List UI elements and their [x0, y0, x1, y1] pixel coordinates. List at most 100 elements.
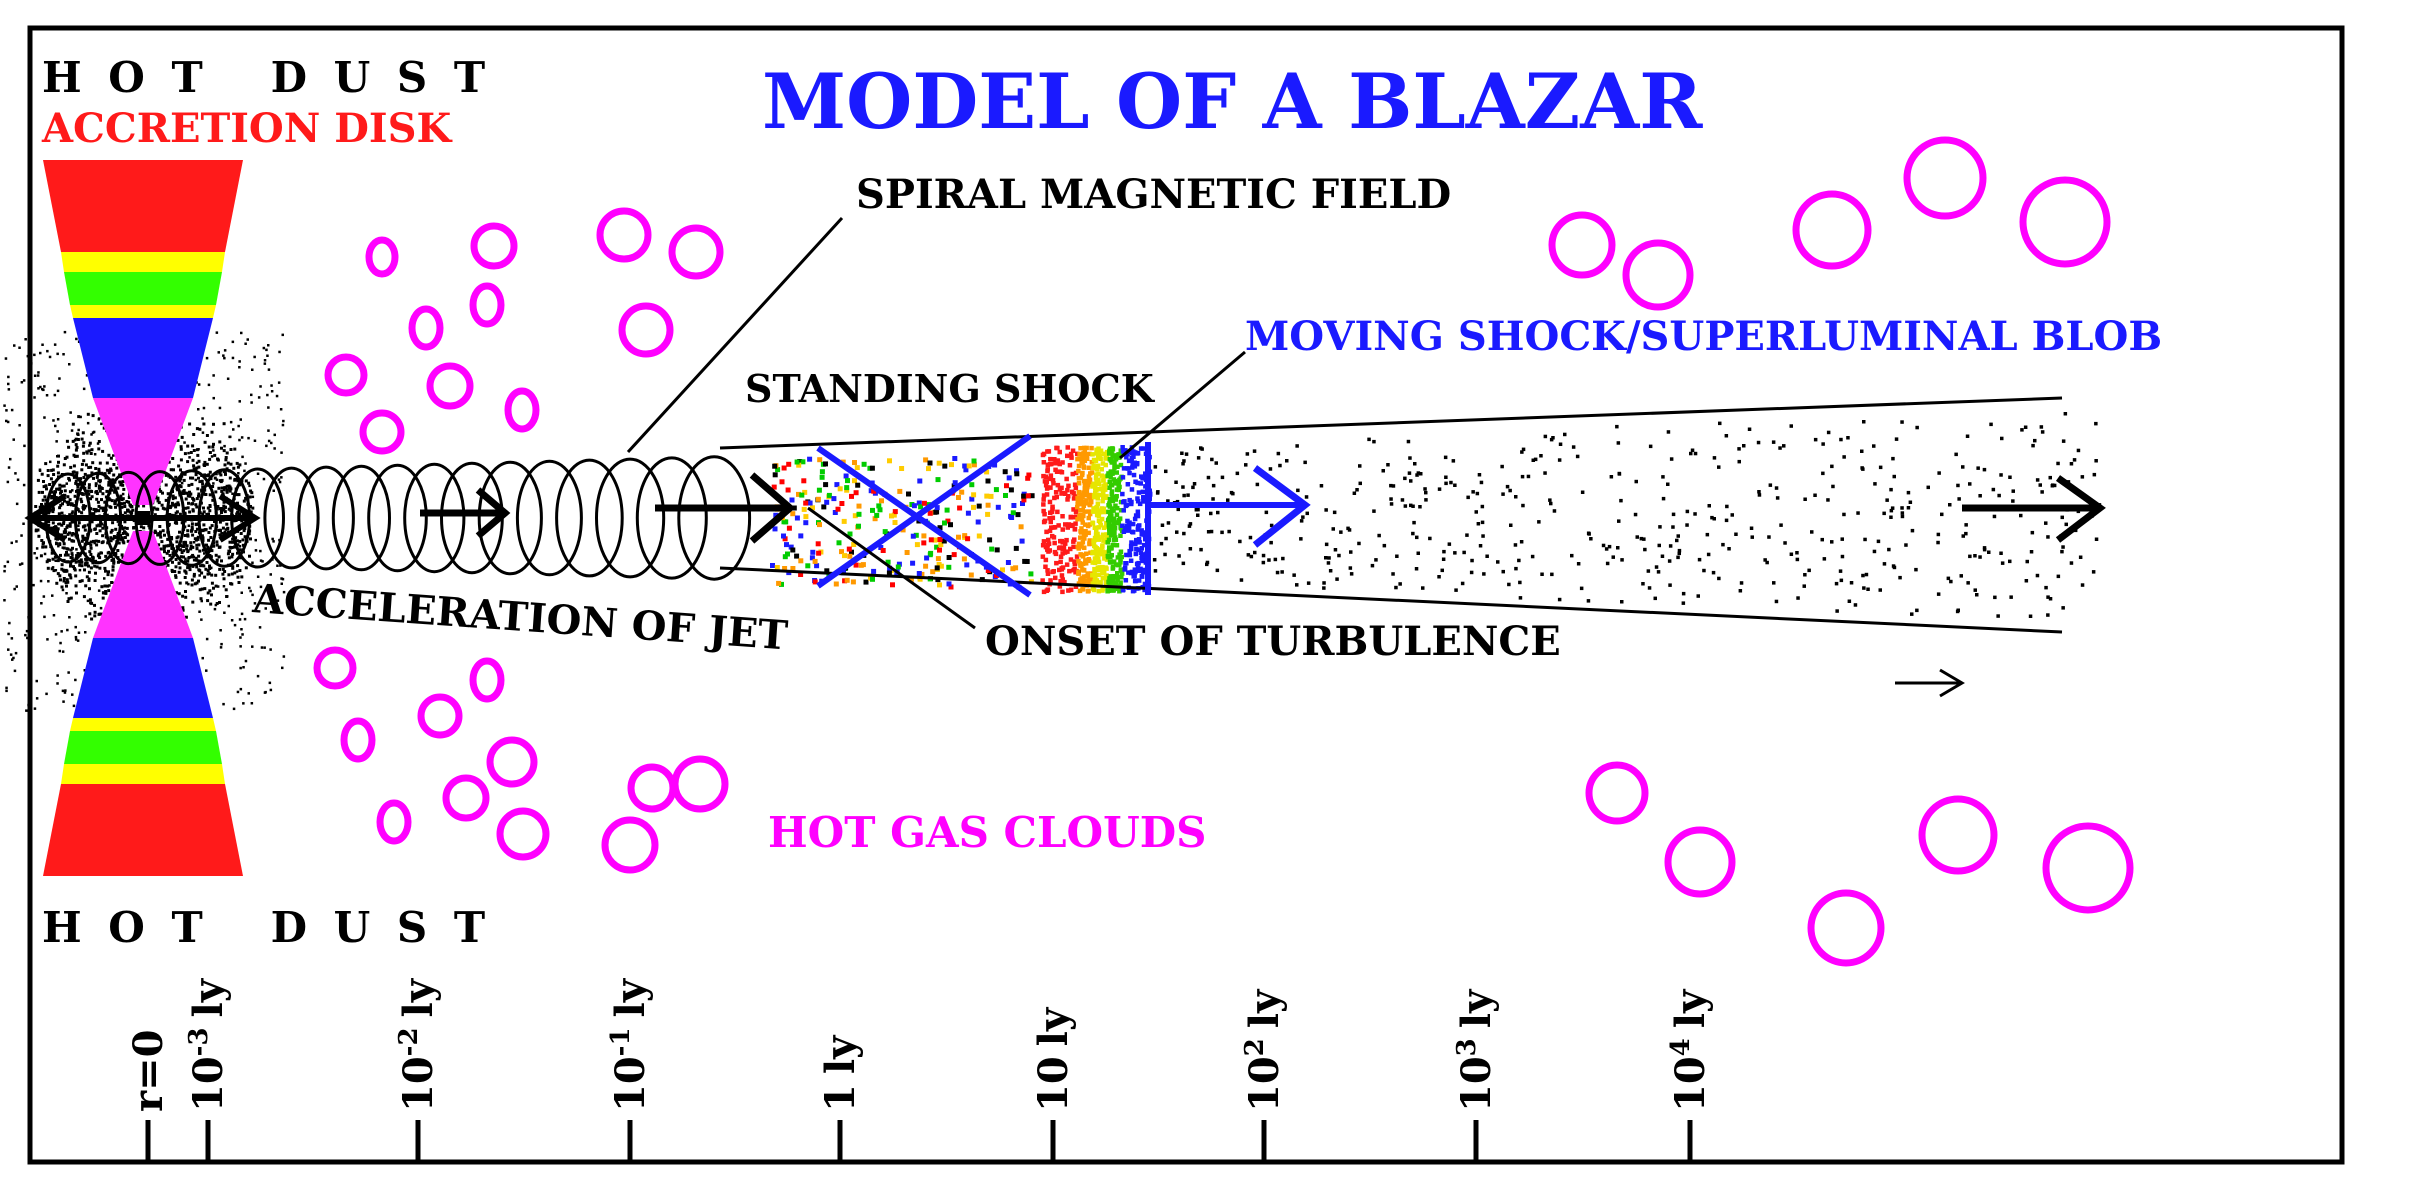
tick-label: 1ly [817, 1034, 864, 1112]
gas-cloud [417, 693, 463, 739]
arrow-left-outflow [24, 493, 261, 543]
superluminal-blob-particles [1040, 445, 1153, 595]
disk-band-top-0 [43, 160, 243, 252]
leader-lines [626, 216, 1246, 630]
tick-unit: ly [1667, 988, 1714, 1028]
tick-unit: ly [1030, 1006, 1077, 1046]
label-hot-dust-top: H O T D U S T [42, 53, 491, 102]
flow-arrows [24, 465, 2106, 698]
arrow-jet-end [1962, 475, 2106, 543]
label-accretion-disk: ACCRETION DISK [41, 105, 453, 152]
gas-cloud [627, 763, 677, 813]
scale-tick-7: 103 ly [1452, 988, 1500, 1162]
shock-line-1 [816, 445, 1032, 598]
leader-moving-shock [1119, 350, 1246, 460]
scale-tick-0: r=0 [125, 1030, 172, 1162]
disk-band-bottom-5 [93, 531, 193, 638]
label-acceleration-of-jet: ACCELERATION OF JET [250, 575, 789, 659]
gas-cloud [1548, 211, 1616, 279]
label-spiral-magnetic-field: SPIRAL MAGNETIC FIELD [856, 171, 1451, 218]
gas-cloud [486, 736, 538, 788]
tick-label: 104 ly [1666, 988, 1714, 1112]
leader-turbulence [807, 506, 976, 630]
spiral-loop [477, 460, 543, 576]
label-hot-gas-clouds: HOT GAS CLOUDS [768, 808, 1206, 857]
jet-particles [1152, 412, 2102, 618]
tick-unit: ly [1241, 988, 1288, 1028]
tick-label: 10-3ly [184, 977, 232, 1112]
frame-border [27, 25, 2345, 1165]
tick-label: 102 ly [1240, 988, 1288, 1112]
standing-shock-cross [816, 433, 1032, 598]
scale-tick-8: 104 ly [1666, 988, 1714, 1162]
spiral-loop [440, 461, 504, 575]
tick-label: 10-1 ly [606, 977, 654, 1112]
spiral-loop [403, 462, 466, 574]
label-moving-shock: MOVING SHOCK/SUPERLUMINAL BLOB [1245, 313, 2162, 360]
spiral-loop [331, 464, 391, 572]
scale-tick-6: 102 ly [1240, 988, 1288, 1162]
jet-cone [719, 396, 2063, 634]
shock-line-2 [816, 433, 1032, 589]
gas-cloud [668, 224, 724, 280]
gas-cloud [596, 207, 652, 263]
gas-cloud [1903, 136, 1987, 220]
tick-label: 103 ly [1452, 988, 1500, 1112]
gas-cloud [618, 302, 674, 358]
disk-band-bottom-4 [73, 638, 213, 718]
tick-exponent: 3 [1452, 1038, 1482, 1056]
label-onset-of-turbulence: ONSET OF TURBULENCE [985, 618, 1561, 665]
tick-base: 10 [1241, 1056, 1288, 1112]
gas-cloud [496, 807, 550, 861]
spiral-loop [515, 459, 583, 577]
hot-gas-clouds [313, 136, 2134, 967]
arrow-small [1895, 668, 1965, 698]
tick-label: r=0 [125, 1030, 172, 1112]
tick-base: r=0 [125, 1030, 172, 1112]
tick-unit: ly [607, 977, 654, 1017]
tick-base: 10 [185, 1056, 232, 1112]
tick-unit: ly [185, 977, 232, 1017]
gas-cloud [376, 799, 412, 845]
scale-tick-5: 10ly [1030, 1006, 1077, 1162]
tick-label: 10-2ly [394, 977, 442, 1112]
gas-cloud [470, 222, 518, 270]
tick-exponent: -2 [394, 1027, 424, 1056]
spiral-loop [367, 463, 428, 573]
gas-cloud [408, 305, 444, 351]
tick-base: 10 [1667, 1056, 1714, 1112]
gas-cloud [2042, 822, 2134, 914]
arrow-jet-1 [420, 487, 511, 539]
gas-cloud [340, 717, 376, 763]
spiral-loop [555, 458, 624, 578]
gas-cloud [365, 236, 399, 278]
disk-band-top-1 [61, 252, 225, 272]
disk-band-top-2 [64, 272, 222, 305]
disk-band-top-4 [73, 318, 213, 398]
scale-tick-4: 1ly [817, 1034, 864, 1162]
gas-cloud [426, 362, 474, 410]
gas-cloud [324, 353, 368, 397]
gas-cloud [469, 657, 505, 703]
tick-base: 10 [607, 1056, 654, 1112]
scale-tick-2: 10-2ly [394, 977, 442, 1162]
tick-exponent: 2 [1240, 1038, 1270, 1056]
page-title: MODEL OF A BLAZAR [762, 57, 1703, 146]
arrow-blob [1150, 465, 1311, 548]
disk-band-bottom-3 [70, 718, 216, 731]
tick-label: 10ly [1030, 1006, 1077, 1112]
tick-exponent: 4 [1666, 1038, 1696, 1056]
gas-cloud [1918, 795, 1998, 875]
scale-tick-3: 10-1 ly [606, 977, 654, 1162]
disk-band-bottom-2 [64, 731, 222, 764]
disk-band-bottom-0 [43, 784, 243, 876]
tick-base: 10 [1453, 1056, 1500, 1112]
tick-unit: ly [1453, 988, 1500, 1028]
jet-upper-edge [719, 396, 2063, 450]
gas-cloud [504, 387, 540, 433]
spiral-loop [297, 465, 355, 571]
gas-cloud [601, 816, 659, 874]
tick-exponent: -1 [606, 1027, 636, 1056]
